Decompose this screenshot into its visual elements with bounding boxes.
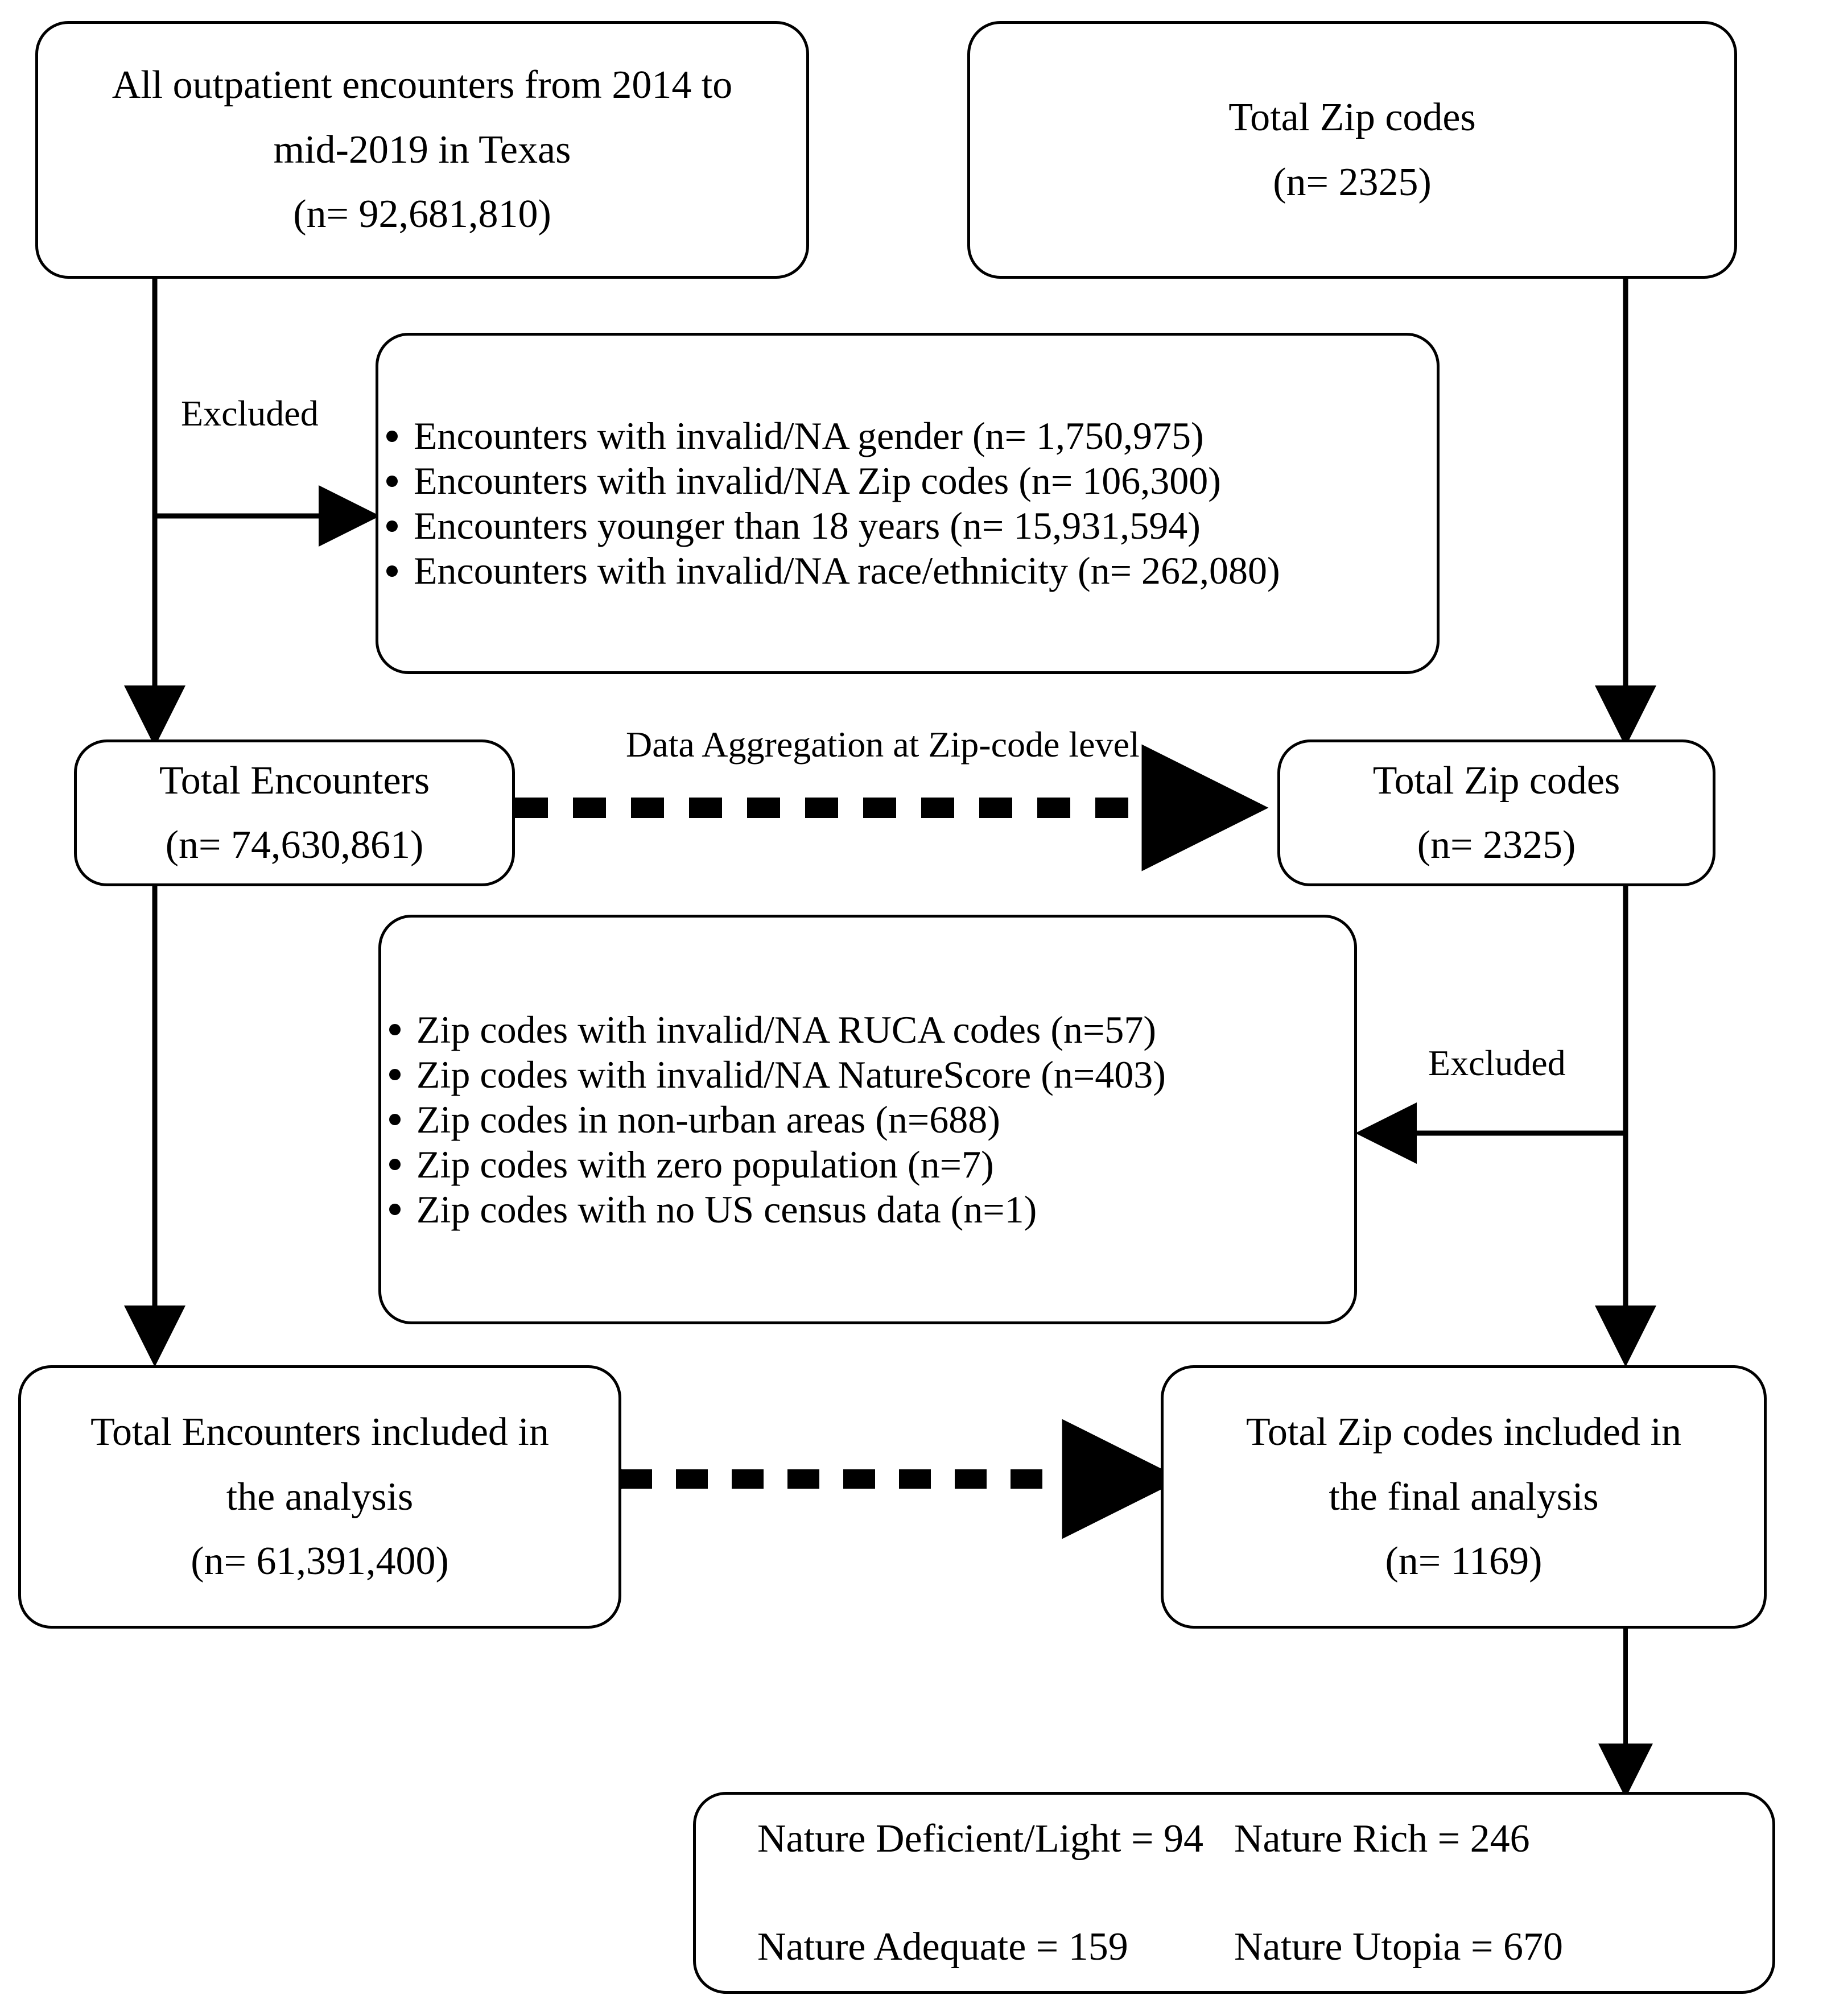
node-source-zips-line-2: (n= 2325) — [1273, 160, 1432, 204]
bullet-icon — [389, 1204, 401, 1215]
node-source-encounters-line-3: (n= 92,681,810) — [293, 192, 551, 237]
node-zips-included-line-2: the final analysis — [1329, 1474, 1599, 1519]
bullet-icon — [389, 1069, 401, 1080]
nature-categories-box: Nature Deficient/Light = 94 Nature Rich … — [693, 1792, 1775, 1994]
node-source-zips: Total Zip codes (n= 2325) — [967, 21, 1737, 279]
exclusion-item: Encounters with invalid/NA race/ethnicit… — [378, 548, 1437, 593]
bullet-icon — [386, 520, 398, 532]
node-source-encounters-line-1: All outpatient encounters from 2014 to — [112, 63, 733, 108]
exclusion-item-text: Encounters with invalid/NA race/ethnicit… — [414, 549, 1280, 592]
node-total-encounters-line-1: Total Encounters — [159, 758, 430, 803]
label-excluded-top: Excluded — [181, 393, 319, 433]
bullet-icon — [386, 475, 398, 487]
exclusion-item: Zip codes with zero population (n=7) — [381, 1142, 1354, 1187]
node-zips-included-line-3: (n= 1169) — [1385, 1539, 1543, 1584]
node-encounters-included-line-3: (n= 61,391,400) — [191, 1539, 449, 1584]
exclusion-list-zips: Zip codes with invalid/NA RUCA codes (n=… — [381, 1007, 1354, 1232]
exclusion-item: Encounters younger than 18 years (n= 15,… — [378, 503, 1437, 548]
bullet-icon — [386, 430, 398, 442]
exclusion-item-text: Zip codes with zero population (n=7) — [416, 1142, 994, 1186]
nature-category-rich: Nature Rich = 246 — [1234, 1816, 1530, 1861]
node-total-encounters: Total Encounters (n= 74,630,861) — [74, 740, 515, 886]
exclusion-item: Zip codes with invalid/NA NatureScore (n… — [381, 1052, 1354, 1097]
exclusion-item: Encounters with invalid/NA Zip codes (n=… — [378, 458, 1437, 503]
node-encounters-included-line-2: the analysis — [226, 1474, 414, 1519]
nature-category-deficient-light: Nature Deficient/Light = 94 — [757, 1816, 1203, 1861]
node-total-zips: Total Zip codes (n= 2325) — [1277, 740, 1715, 886]
bullet-icon — [389, 1159, 401, 1170]
exclusion-box-zips: Zip codes with invalid/NA RUCA codes (n=… — [378, 915, 1357, 1324]
label-data-aggregation: Data Aggregation at Zip-code level — [626, 724, 1140, 765]
node-zips-included-line-1: Total Zip codes included in — [1246, 1410, 1681, 1455]
nature-category-adequate: Nature Adequate = 159 — [757, 1924, 1128, 1969]
node-source-encounters-line-2: mid-2019 in Texas — [273, 127, 571, 172]
node-source-zips-line-1: Total Zip codes — [1228, 96, 1476, 140]
node-total-zips-line-1: Total Zip codes — [1372, 758, 1620, 803]
exclusion-item: Zip codes with invalid/NA RUCA codes (n=… — [381, 1007, 1354, 1052]
bullet-icon — [389, 1024, 401, 1035]
bullet-icon — [386, 565, 398, 577]
exclusion-item-text: Encounters with invalid/NA Zip codes (n=… — [414, 459, 1221, 502]
nature-category-utopia: Nature Utopia = 670 — [1234, 1924, 1563, 1969]
exclusion-item-text: Encounters younger than 18 years (n= 15,… — [414, 504, 1201, 547]
exclusion-item-text: Zip codes with invalid/NA RUCA codes (n=… — [416, 1007, 1157, 1051]
node-source-encounters: All outpatient encounters from 2014 to m… — [35, 21, 809, 279]
exclusion-item-text: Zip codes in non-urban areas (n=688) — [416, 1097, 1000, 1141]
node-encounters-included: Total Encounters included in the analysi… — [18, 1365, 621, 1629]
exclusion-item-text: Encounters with invalid/NA gender (n= 1,… — [414, 414, 1204, 457]
exclusion-list-encounters: Encounters with invalid/NA gender (n= 1,… — [378, 414, 1437, 593]
exclusion-item-text: Zip codes with no US census data (n=1) — [416, 1187, 1037, 1231]
exclusion-item: Zip codes with no US census data (n=1) — [381, 1187, 1354, 1232]
node-total-zips-line-2: (n= 2325) — [1417, 823, 1576, 867]
exclusion-item: Encounters with invalid/NA gender (n= 1,… — [378, 414, 1437, 458]
label-excluded-bottom: Excluded — [1428, 1043, 1566, 1083]
node-zips-included: Total Zip codes included in the final an… — [1161, 1365, 1767, 1629]
exclusion-item-text: Zip codes with invalid/NA NatureScore (n… — [416, 1052, 1166, 1096]
exclusion-box-encounters: Encounters with invalid/NA gender (n= 1,… — [376, 333, 1440, 674]
bullet-icon — [389, 1114, 401, 1125]
node-total-encounters-line-2: (n= 74,630,861) — [165, 823, 424, 867]
exclusion-item: Zip codes in non-urban areas (n=688) — [381, 1097, 1354, 1142]
node-encounters-included-line-1: Total Encounters included in — [90, 1410, 549, 1455]
